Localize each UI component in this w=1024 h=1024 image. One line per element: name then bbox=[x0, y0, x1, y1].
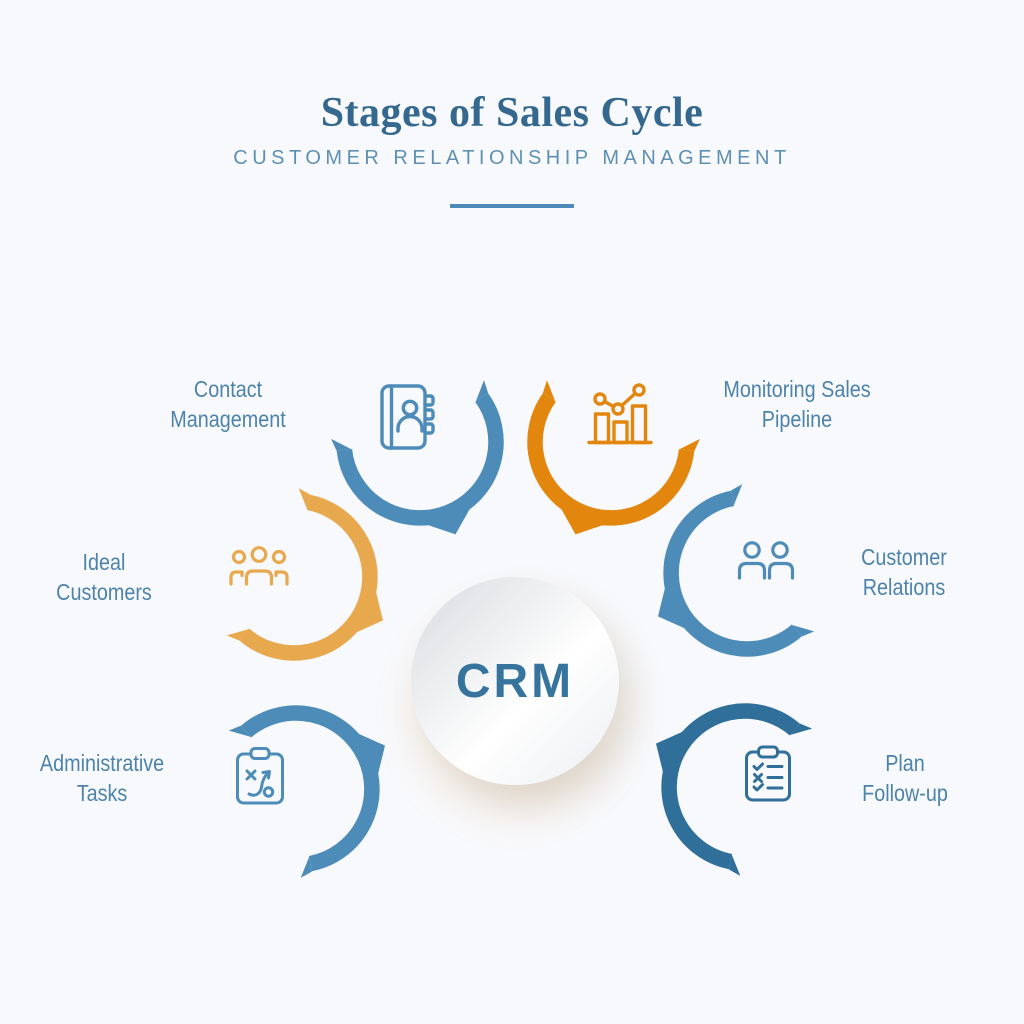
page-title: Stages of Sales Cycle bbox=[320, 90, 704, 136]
sales-chart-icon bbox=[587, 383, 653, 445]
page-subtitle: CUSTOMER RELATIONSHIP MANAGEMENT bbox=[233, 147, 791, 169]
strategy-clipboard-icon bbox=[235, 746, 285, 806]
stage-arc-monitoring-sales-pipeline bbox=[527, 380, 700, 535]
people-pair-icon bbox=[737, 539, 795, 581]
header: Stages of Sales Cycle CUSTOMER RELATIONS… bbox=[0, 88, 1024, 208]
stage-label-plan-follow-up: Plan Follow-up bbox=[862, 750, 948, 806]
stage-arc-plan-follow-up bbox=[656, 703, 813, 876]
address-book-icon bbox=[379, 383, 435, 451]
stage-arc-administrative-tasks bbox=[228, 705, 385, 878]
stage-label-administrative-tasks: Administrative Tasks bbox=[39, 750, 165, 806]
stage-arc-customer-relations bbox=[658, 484, 815, 657]
stage-label-monitoring-sales-pipeline: Monitoring Sales Pipeline bbox=[723, 376, 871, 432]
stage-arc-ideal-customers bbox=[226, 488, 383, 661]
crm-label: CRM bbox=[455, 654, 575, 708]
crm-center-circle: CRM bbox=[411, 577, 619, 785]
stage-label-ideal-customers: Ideal Customers bbox=[56, 549, 152, 605]
header-divider bbox=[450, 204, 574, 208]
stage-arc-contact-management bbox=[331, 380, 504, 535]
stage-label-customer-relations: Customer Relations bbox=[861, 544, 947, 600]
stage-label-contact-management: Contact Management bbox=[170, 376, 286, 432]
people-group-icon bbox=[228, 545, 290, 587]
checklist-clipboard-icon bbox=[744, 745, 792, 803]
